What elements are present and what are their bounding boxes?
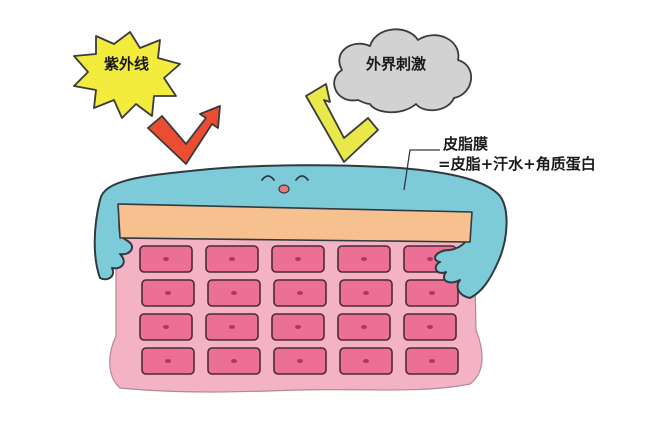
sebum-film <box>93 164 508 299</box>
cell-nucleus <box>297 359 303 363</box>
cell-nucleus <box>165 359 171 363</box>
cell-nucleus <box>429 291 435 295</box>
sebum-formula-label: =皮脂+汗水+角质蛋白 <box>438 155 596 173</box>
cell-nucleus <box>427 325 433 329</box>
cell-nucleus <box>363 291 369 295</box>
external-stimulus-label: 外界刺激 <box>366 55 427 73</box>
cell-nucleus <box>361 325 367 329</box>
film-face <box>261 175 309 194</box>
cell-nucleus <box>163 325 169 329</box>
sebum-film-label: 皮脂膜 <box>443 135 489 153</box>
mouth <box>278 184 290 194</box>
cell-nucleus <box>361 257 367 261</box>
cell-nucleus <box>229 325 235 329</box>
cell-nucleus <box>163 257 169 261</box>
cell-nucleus <box>231 291 237 295</box>
stimulus-reflect-arrow <box>305 83 379 163</box>
cell-grid <box>139 245 459 375</box>
right-eye <box>295 175 309 181</box>
uv-burst <box>73 31 181 119</box>
sebum-leader-line <box>403 149 440 191</box>
stimulus-cloud <box>333 28 473 114</box>
cell-nucleus <box>229 257 235 261</box>
cell-nucleus <box>363 359 369 363</box>
cell-nucleus <box>295 325 301 329</box>
cell-nucleus <box>297 291 303 295</box>
left-eye <box>261 175 275 181</box>
cell-nucleus <box>429 359 435 363</box>
stratum-corneum-layer <box>117 203 473 243</box>
cell-nucleus <box>231 359 237 363</box>
uv-label: 紫外线 <box>104 55 150 73</box>
uv-reflect-arrow <box>147 105 221 165</box>
cell-nucleus <box>295 257 301 261</box>
cell-nucleus <box>427 257 433 261</box>
cell-nucleus <box>165 291 171 295</box>
